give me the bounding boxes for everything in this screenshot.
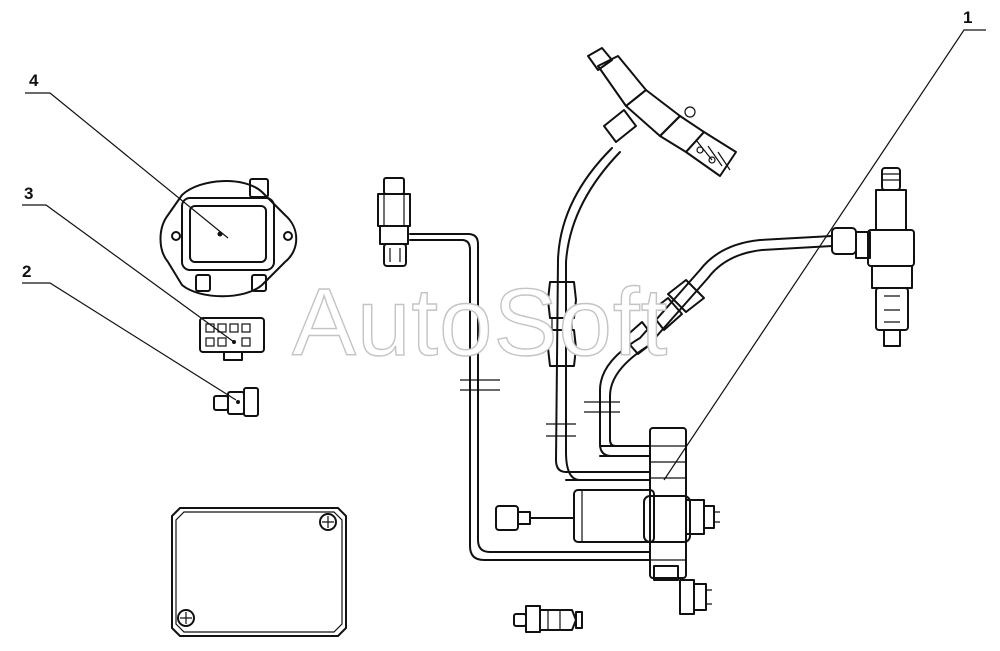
wire-plug xyxy=(495,505,575,531)
callout-3-label: 3 xyxy=(24,184,34,203)
pipe-top xyxy=(460,147,621,481)
pipe-right xyxy=(584,235,833,457)
sensor-right xyxy=(831,167,915,347)
control-box xyxy=(171,507,347,637)
callout-4-label: 4 xyxy=(29,71,39,90)
pressure-sensor-left xyxy=(377,177,651,561)
relay-unit-part-4 xyxy=(159,178,298,298)
callout-1-label: 1 xyxy=(963,8,973,27)
solenoid xyxy=(573,489,655,543)
valve-block-part-1 xyxy=(565,427,720,615)
connector-part-3 xyxy=(199,317,265,361)
leader-lines xyxy=(22,29,986,481)
callout-2-label: 2 xyxy=(22,262,32,281)
sensor-bottom xyxy=(513,605,583,633)
switch-part-2 xyxy=(213,387,259,417)
sensor-top xyxy=(587,47,737,177)
